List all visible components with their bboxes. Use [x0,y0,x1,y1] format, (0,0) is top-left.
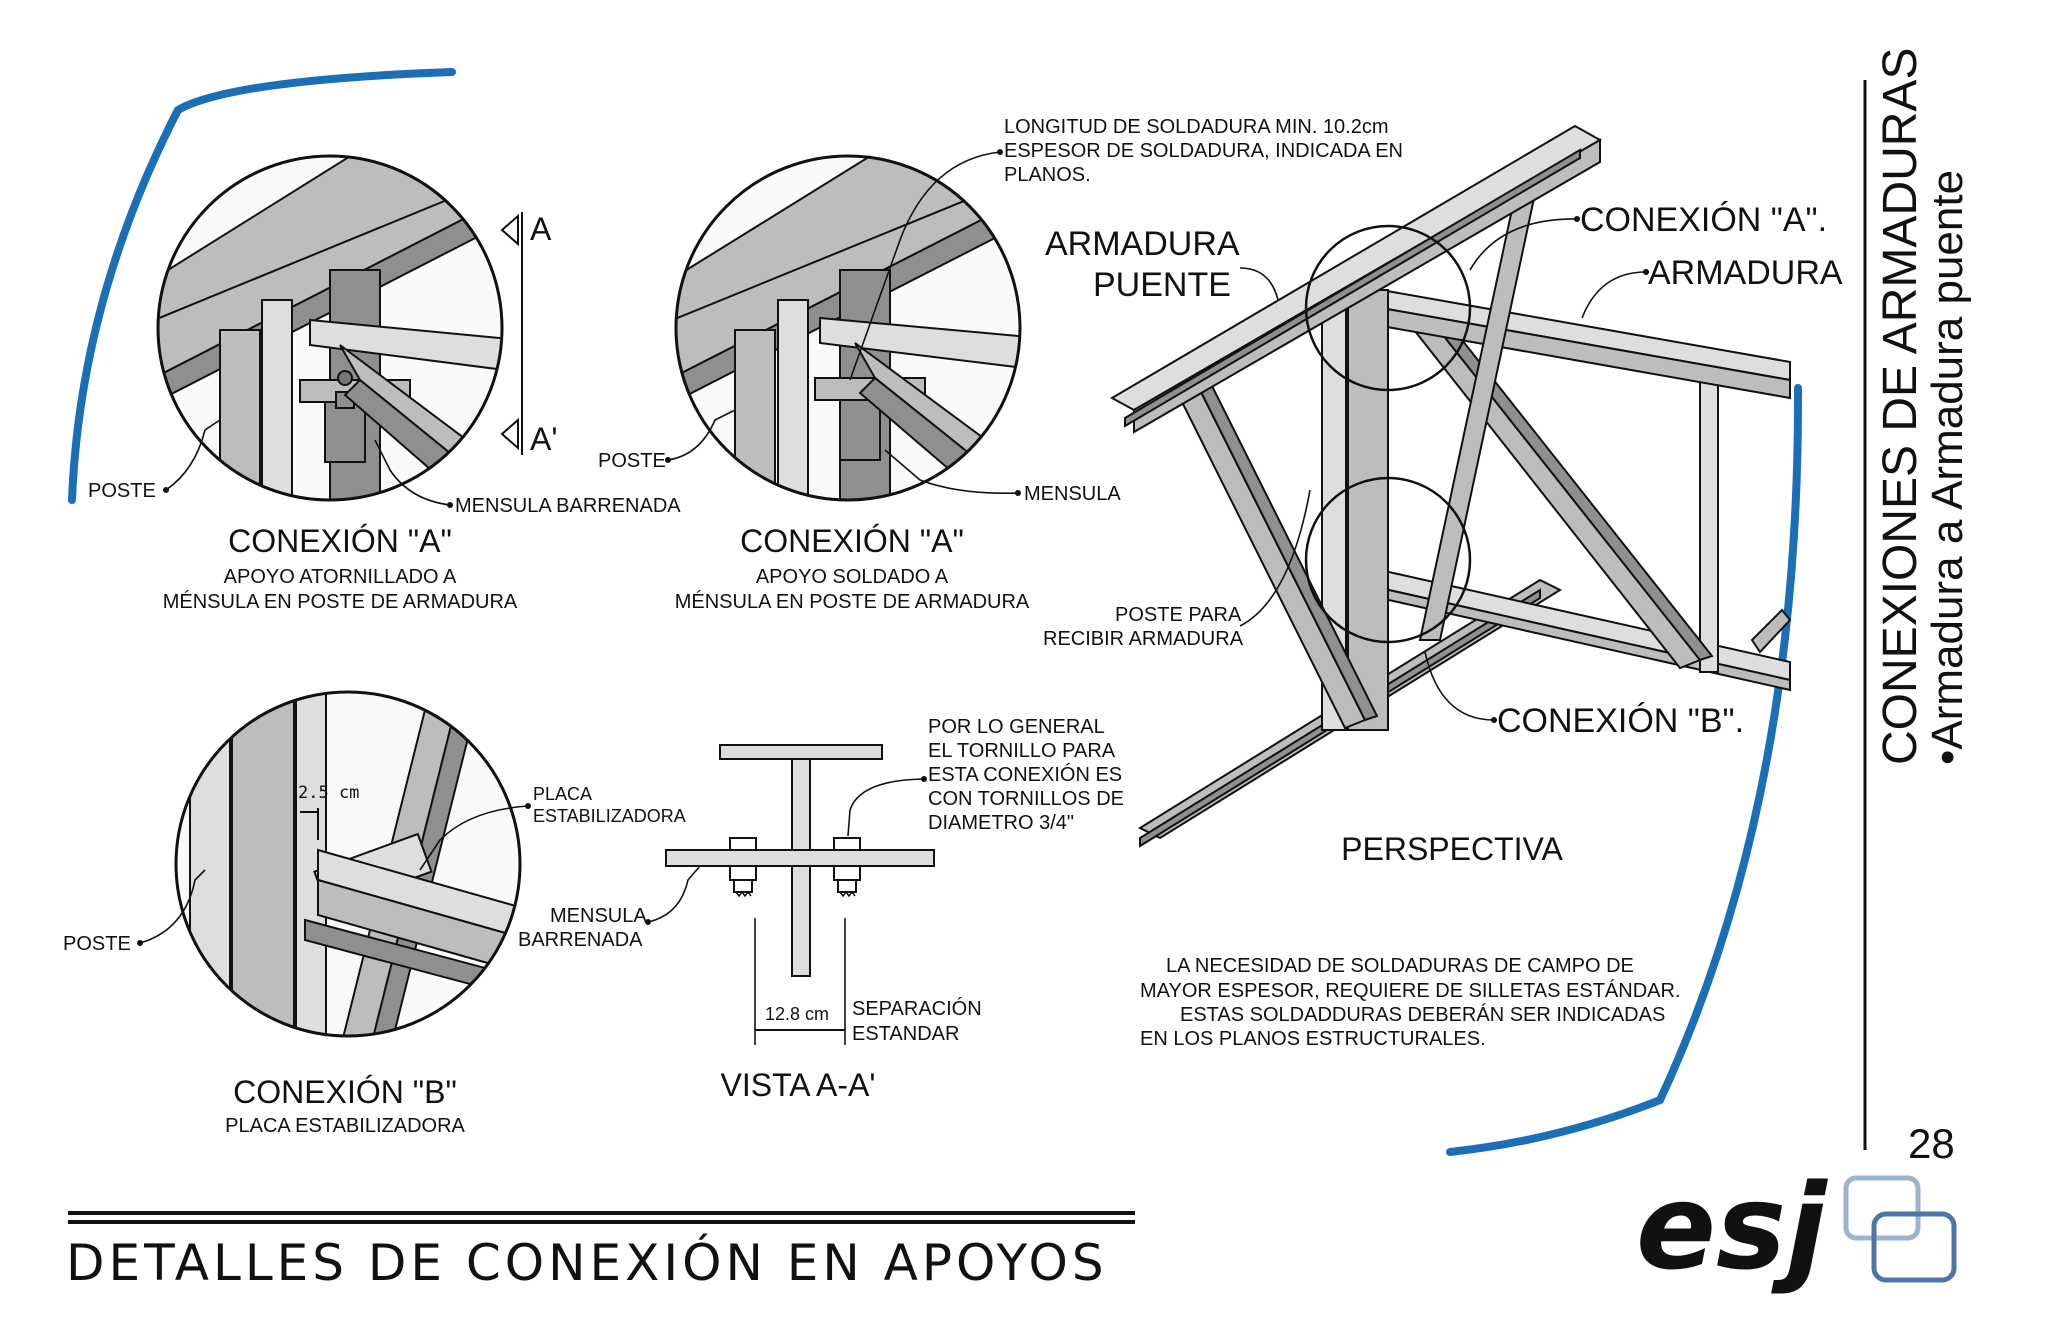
note-soldadura-1: LONGITUD DE SOLDADURA MIN. 10.2cm [1004,116,1389,138]
note-soldadura-2: ESPESOR DE SOLDADURA, INDICADA EN [1004,140,1403,162]
footer: DETALLES DE CONEXIÓN EN APOYOS [66,1211,1135,1292]
title-conexion-a-bolted: CONEXIÓN "A" [228,523,452,559]
side-title-block: CONEXIONES DE ARMADURAS •Armadura a Arma… [1863,48,1972,1167]
dimension-12-8-cm: 12.8 cm [765,1004,829,1024]
subtitle-a-bolted-1: APOYO ATORNILLADO A [224,566,457,588]
page-number: 28 [1908,1120,1955,1167]
dimension-2-5-cm: 2.5 cm [298,783,359,803]
side-title-main: CONEXIONES DE ARMADURAS [1874,48,1927,765]
section-mark-a: A [530,211,552,247]
label-armadura-persp: ARMADURA [1648,254,1843,292]
label-placa-2: ESTABILIZADORA [533,806,686,826]
bolt-right [833,837,861,898]
detail-b: 2.5 cm PLACA ESTABILIZADORA POSTE CONEXI… [63,690,686,1137]
accent-arc-left [68,68,456,504]
note-tornillo-3: ESTA CONEXIÓN ES [928,763,1122,786]
note-tornillo-4: CON TORNILLOS DE [928,788,1124,810]
label-armadura-puente-1: ARMADURA [1045,225,1240,263]
note-line-2: MAYOR ESPESOR, REQUIERE DE SILLETAS ESTÁ… [1140,979,1681,1002]
subtitle-conexion-b: PLACA ESTABILIZADORA [225,1115,465,1137]
label-armadura-puente-2: PUENTE [1093,266,1231,304]
accent-arc-right [1446,384,1803,1156]
side-title-sub: •Armadura a Armadura puente [1923,170,1972,765]
title-conexion-b: CONEXIÓN "B" [233,1074,457,1110]
general-note: LA NECESIDAD DE SOLDADURAS DE CAMPO DE M… [1140,955,1681,1050]
label-poste-b: POSTE [63,933,131,955]
label-mensula-barrenada: MENSULA BARRENADA [455,495,681,517]
note-tornillo-2: EL TORNILLO PARA [928,740,1116,762]
label-poste-recibir-1: POSTE PARA [1115,604,1242,626]
note-soldadura-3: PLANOS. [1004,164,1091,186]
footer-title: DETALLES DE CONEXIÓN EN APOYOS [66,1233,1108,1292]
section-mark-a-prime: A' [530,421,557,457]
detail-a-bolted: A A' POSTE MENSULA BARRENADA CONEXIÓN "A… [88,154,681,613]
label-mensula-vista-1: MENSULA [550,905,647,927]
subtitle-a-welded-1: APOYO SOLDADO A [756,566,949,588]
callout-circle-conexion-b [1304,476,1472,644]
perspectiva: ARMADURA PUENTE CONEXIÓN "A". ARMADURA P… [1043,124,1843,867]
callout-circle-conexion-a [1304,224,1472,392]
logo-square-back [1843,1175,1921,1241]
subtitle-a-bolted-2: MÉNSULA EN POSTE DE ARMADURA [163,590,518,613]
label-poste-a2: POSTE [598,450,666,472]
label-mensula: MENSULA [1024,483,1121,505]
logo-wordmark: esj [1636,1158,1828,1296]
label-separacion-1: SEPARACIÓN [852,997,982,1020]
label-separacion-2: ESTANDAR [852,1023,959,1045]
label-conexion-b-persp: CONEXIÓN "B". [1497,702,1744,740]
label-poste-a1: POSTE [88,480,156,502]
label-poste-recibir-2: RECIBIR ARMADURA [1043,628,1244,650]
note-line-3: ESTAS SOLDADDURAS DEBERÁN SER INDICADAS [1180,1003,1665,1026]
title-conexion-a-welded: CONEXIÓN "A" [740,523,964,559]
logo-square-front [1871,1211,1957,1283]
note-tornillo-5: DIAMETRO 3/4" [928,812,1074,834]
vista-a-a: 12.8 cm SEPARACIÓN ESTANDAR POR LO GENER… [518,716,1124,1103]
subtitle-a-welded-2: MÉNSULA EN POSTE DE ARMADURA [675,590,1030,613]
label-placa-1: PLACA [533,784,592,804]
detail-a-welded: LONGITUD DE SOLDADURA MIN. 10.2cm ESPESO… [598,116,1403,613]
note-tornillo-1: POR LO GENERAL [928,716,1105,738]
title-perspectiva: PERSPECTIVA [1341,831,1563,867]
label-mensula-vista-2: BARRENADA [518,929,643,951]
esj-logo: esj [1636,1158,1957,1296]
note-line-1: LA NECESIDAD DE SOLDADURAS DE CAMPO DE [1166,955,1634,977]
note-line-4: EN LOS PLANOS ESTRUCTURALES. [1140,1028,1486,1050]
label-conexion-a-persp: CONEXIÓN "A". [1580,201,1827,239]
bolt-left [729,837,757,898]
title-vista-a-a: VISTA A-A' [721,1067,876,1103]
